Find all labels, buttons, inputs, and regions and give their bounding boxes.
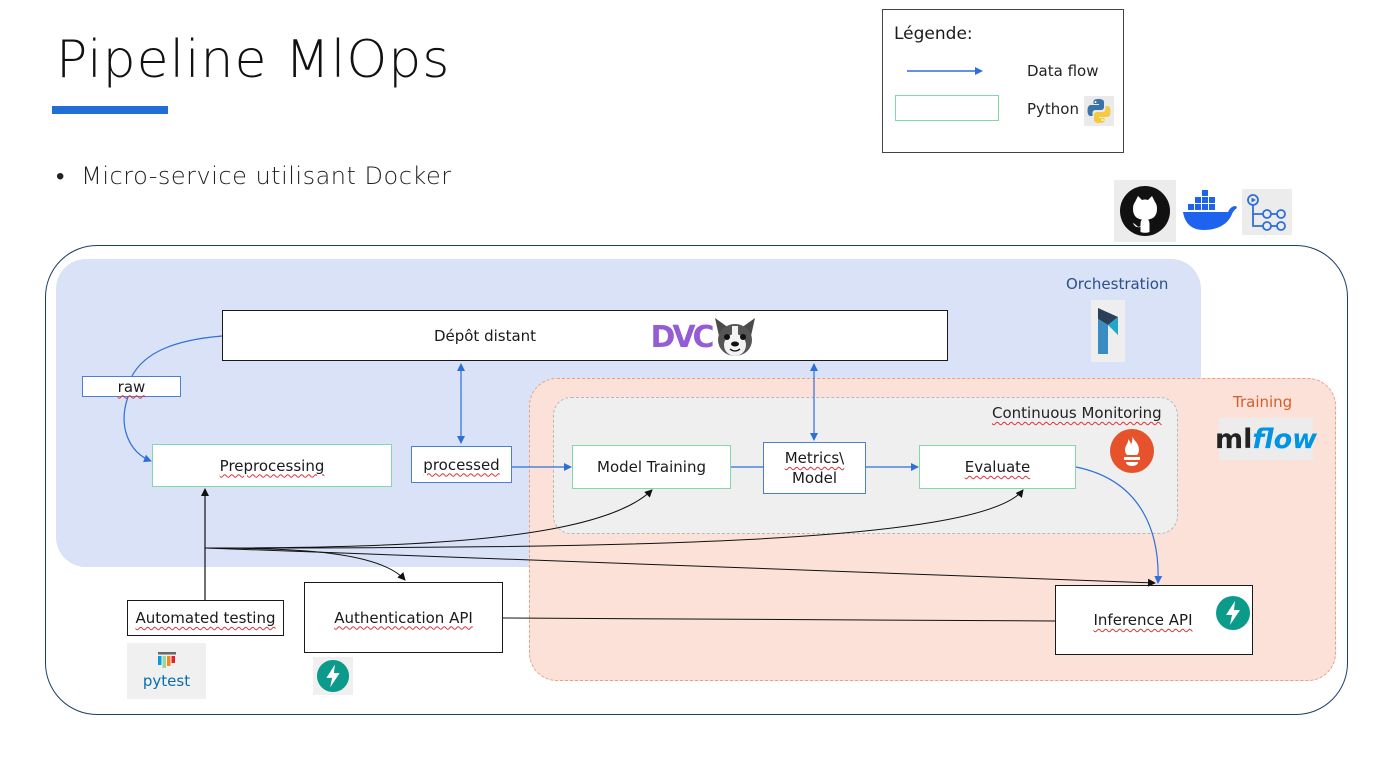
github-icon-box: [1114, 180, 1176, 242]
legend-title: Légende:: [894, 24, 973, 44]
raw-node: raw: [82, 376, 181, 397]
monitoring-label-text: Continuous Monitoring: [992, 404, 1162, 422]
arrow-depot-to-raw: [131, 335, 223, 377]
orchestration-label: Orchestration: [1066, 275, 1169, 293]
github-icon: [1120, 186, 1170, 236]
docker-container-frame: [45, 245, 1348, 715]
fastapi-icon-box-inference: [1213, 593, 1253, 633]
model-label: Model: [791, 469, 838, 487]
model-training-label: Model Training: [597, 458, 706, 476]
training-label: Training: [1233, 393, 1293, 411]
arrow-testing-to-auth-api: [204, 547, 406, 581]
arrow-testing-to-inference: [204, 547, 1156, 587]
github-actions-icon: [1247, 194, 1286, 231]
depot-distant-label: Dépôt distant: [433, 326, 537, 345]
model-training-node: Model Training: [572, 445, 731, 489]
docker-icon: [1183, 190, 1237, 230]
evaluate-label: Evaluate: [964, 458, 1031, 476]
fastapi-icon-box-auth: [313, 657, 353, 695]
pytest-logo: pytest: [127, 643, 206, 699]
dvc-logo: DVC: [650, 319, 714, 355]
legend-arrow-icon: [907, 67, 983, 75]
prefect-icon-box: [1091, 300, 1125, 362]
mlflow-logo-flow: flow: [1252, 423, 1318, 455]
legend-python-box: [895, 95, 999, 121]
pytest-bars-icon: [157, 652, 176, 668]
evaluate-node: Evaluate: [919, 445, 1076, 489]
fastapi-icon: [316, 659, 350, 693]
automated-testing-node: Automated testing: [127, 600, 284, 636]
legend-python-label: Python: [1027, 100, 1079, 118]
metrics-model-node: Metrics\ Model: [763, 442, 866, 494]
preprocessing-node: Preprocessing: [152, 444, 392, 487]
pytest-logo-text: pytest: [142, 672, 191, 690]
metrics-label: Metrics\: [784, 449, 845, 467]
line-auth-to-inference: [502, 617, 1056, 622]
arrow-evaluate-to-inference: [1075, 466, 1163, 584]
authentication-api-node: Authentication API: [304, 582, 503, 653]
dvc-logo-text: DVC: [650, 319, 714, 355]
dvc-dog-icon-box: [711, 316, 759, 360]
fastapi-icon: [1216, 596, 1250, 630]
raw-label: raw: [117, 377, 146, 396]
prometheus-icon: [1110, 429, 1154, 473]
automated-testing-label: Automated testing: [135, 609, 276, 627]
bullet-label: Micro-service utilisant Docker: [81, 162, 452, 190]
python-icon: [1084, 96, 1114, 126]
bullet-text: • Micro-service utilisant Docker: [56, 162, 452, 190]
arrow-raw-to-preprocessing: [123, 396, 152, 463]
legend-box: [882, 9, 1124, 153]
inference-api-text: Inference API: [1094, 611, 1193, 629]
title-underline: [52, 106, 168, 114]
arrow-testing-to-model-training: [204, 489, 653, 549]
page-title: Pipeline MlOps: [56, 30, 451, 90]
dvc-dog-icon: [715, 318, 755, 356]
mlflow-logo-ml: ml: [1214, 423, 1253, 455]
inference-api-label: Inference API: [1093, 611, 1193, 629]
preprocessing-label: Preprocessing: [219, 456, 325, 475]
legend-dataflow-label: Data flow: [1027, 62, 1099, 80]
authentication-api-label: Authentication API: [334, 608, 473, 627]
processed-label: processed: [423, 455, 500, 474]
prometheus-icon-box: [1108, 427, 1156, 475]
github-actions-icon-box: [1242, 189, 1292, 235]
docker-icon-box: [1180, 186, 1238, 232]
depot-distant-node: Dépôt distant: [222, 310, 948, 361]
prefect-icon: [1098, 308, 1118, 354]
monitoring-label: Continuous Monitoring: [992, 404, 1162, 422]
processed-node: processed: [411, 446, 512, 483]
arrow-testing-to-evaluate: [204, 489, 1024, 549]
